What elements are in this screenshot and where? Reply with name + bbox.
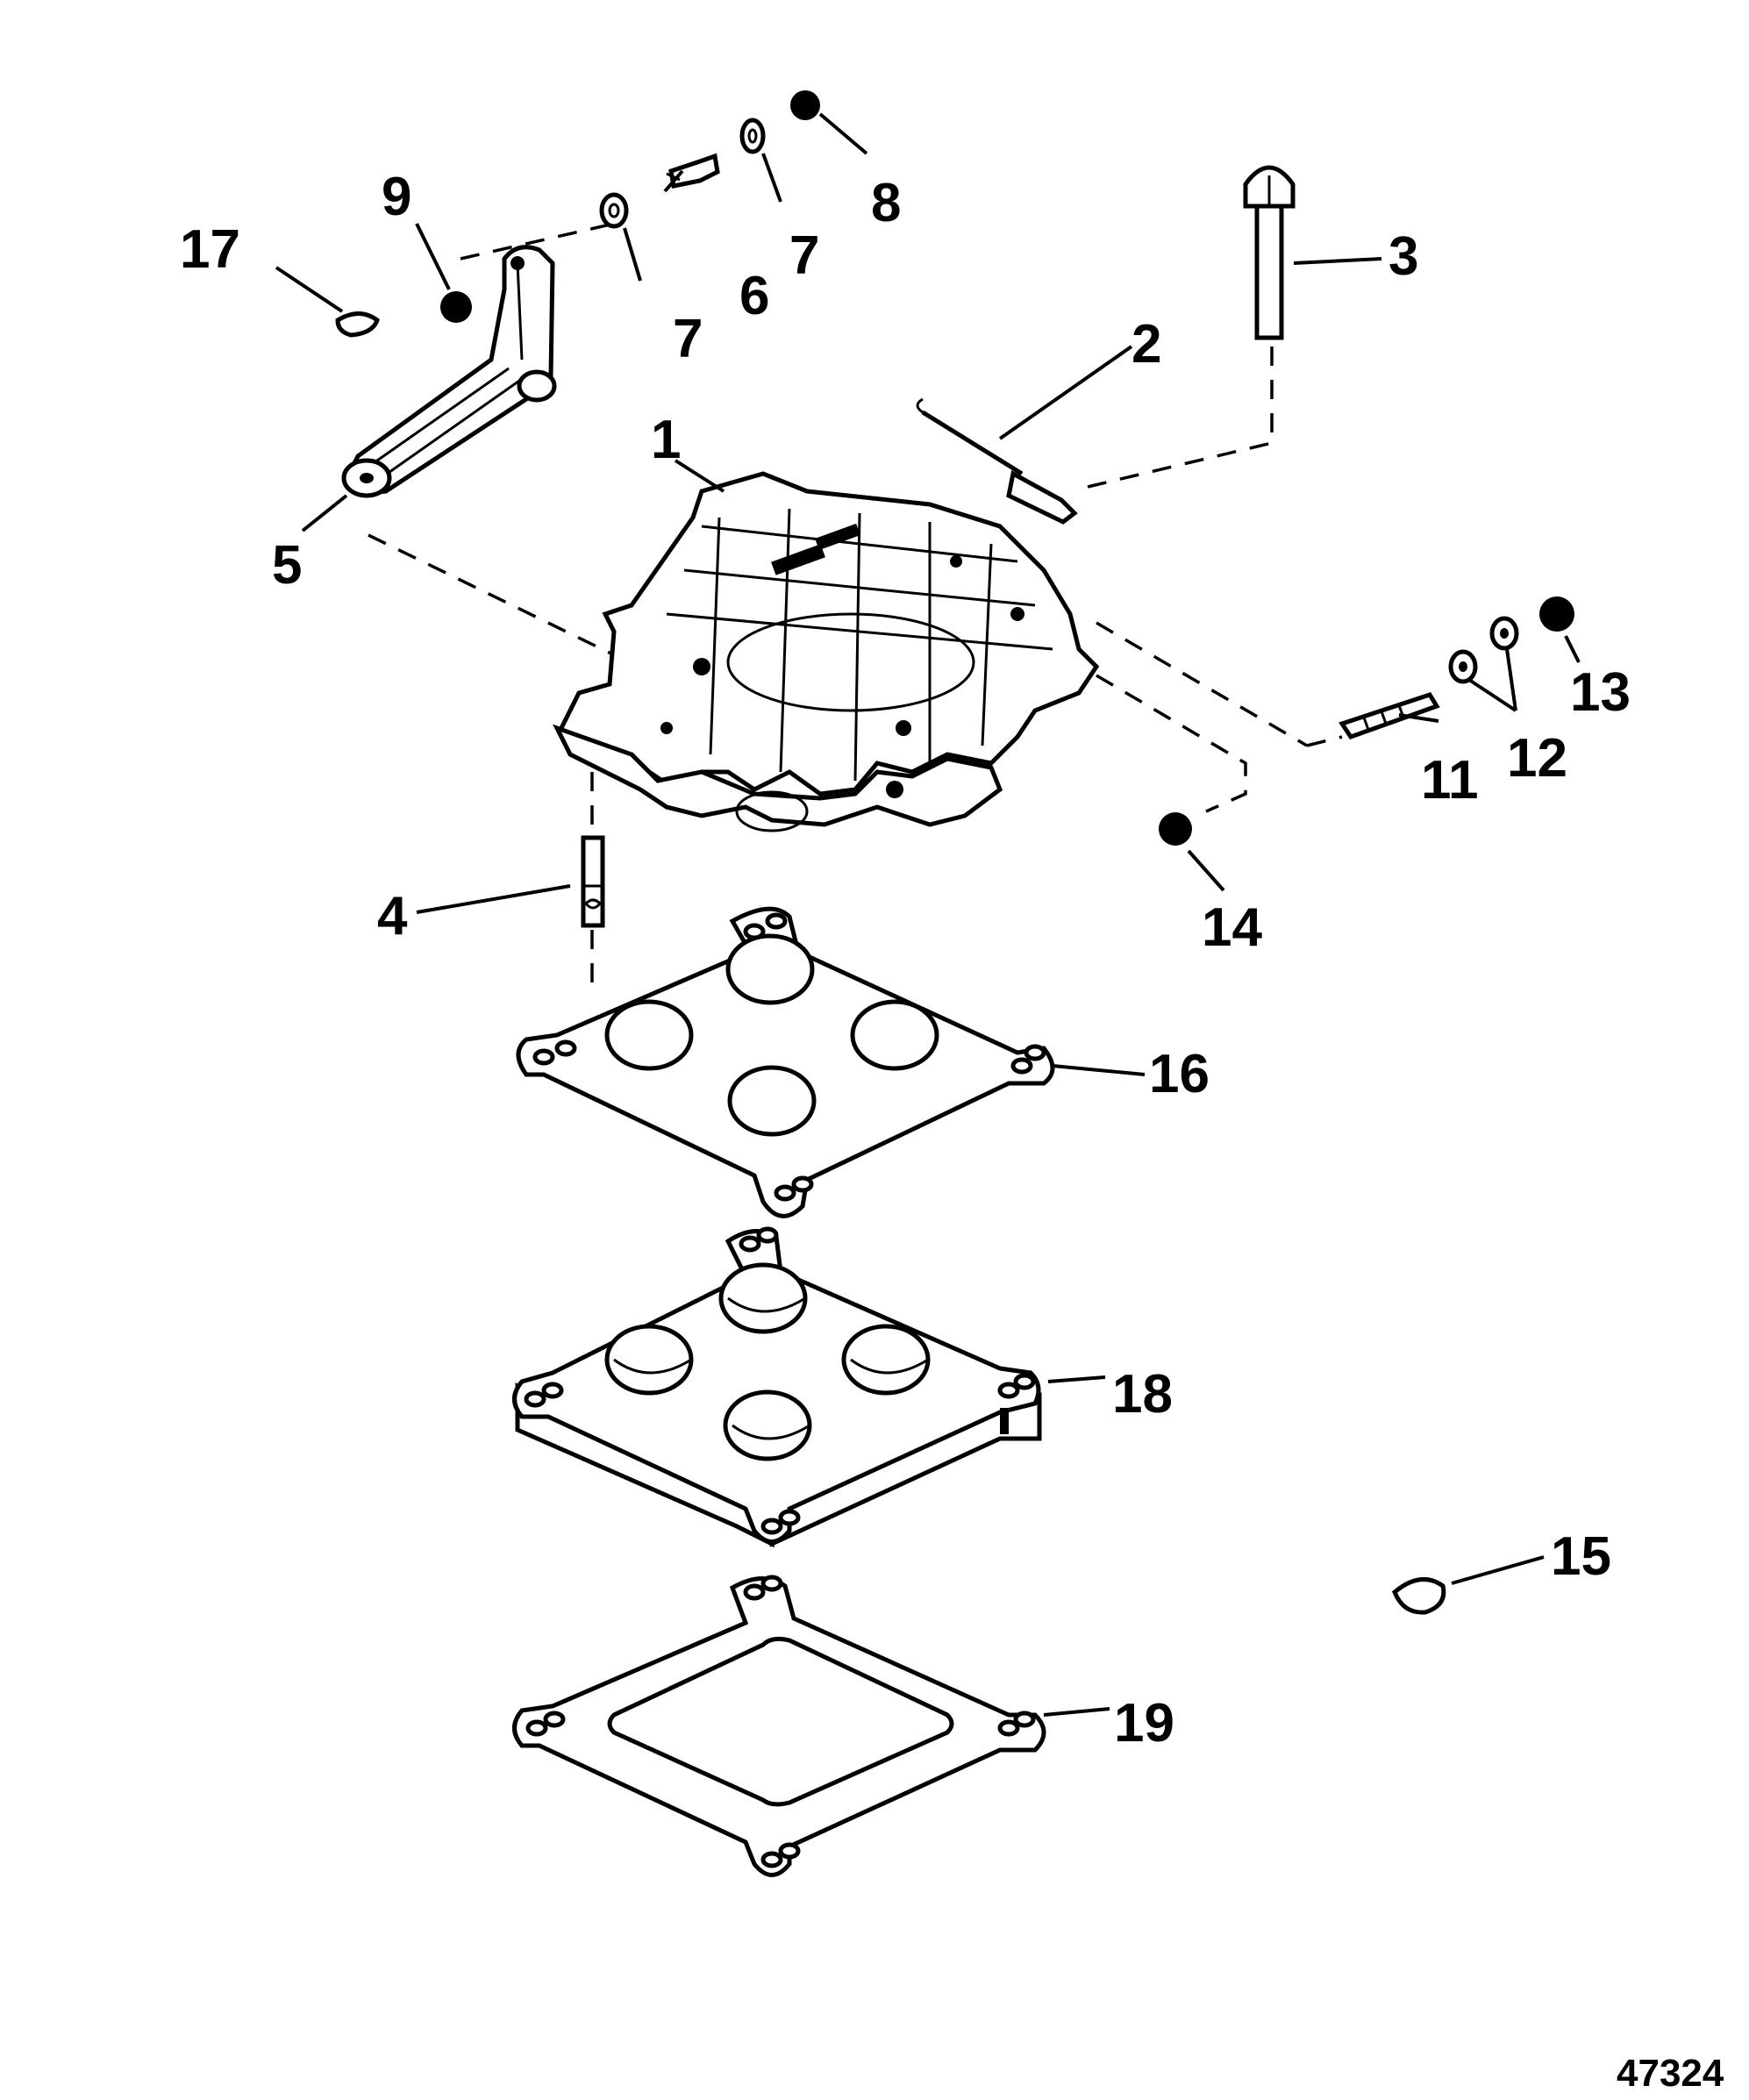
callout-8: 8 bbox=[871, 173, 901, 233]
part-stud-4 bbox=[581, 835, 605, 928]
part-bolt bbox=[1243, 165, 1296, 340]
part-choke-pin bbox=[916, 397, 1078, 525]
callout-9: 9 bbox=[382, 167, 411, 227]
callout-17: 17 bbox=[180, 219, 240, 280]
part-carburetor bbox=[552, 471, 1100, 832]
callout-11: 11 bbox=[1421, 750, 1479, 811]
callout-16: 16 bbox=[1149, 1044, 1210, 1104]
callout-6: 6 bbox=[739, 266, 769, 326]
callout-2: 2 bbox=[1131, 314, 1161, 375]
part-throttle-lever bbox=[341, 245, 557, 498]
callout-7-right: 7 bbox=[789, 225, 819, 286]
callout-7-left: 7 bbox=[673, 309, 703, 369]
callout-4: 4 bbox=[377, 886, 408, 946]
callout-18: 18 bbox=[1112, 1364, 1173, 1425]
callout-15: 15 bbox=[1551, 1526, 1611, 1587]
part-plug-15 bbox=[1392, 1576, 1446, 1615]
part-clip-17 bbox=[335, 311, 380, 338]
callout-1: 1 bbox=[651, 410, 681, 470]
part-nut-9 bbox=[440, 291, 472, 323]
part-gasket-16 bbox=[516, 906, 1055, 1218]
callout-labels: 1 2 3 4 5 6 7 7 8 9 11 12 13 14 15 16 17… bbox=[180, 167, 1724, 2095]
part-spacer-18 bbox=[512, 1226, 1042, 1548]
callout-5: 5 bbox=[272, 535, 302, 596]
callout-12: 12 bbox=[1507, 728, 1567, 789]
part-stud-washers-nut bbox=[1339, 596, 1574, 740]
part-nut-14 bbox=[1159, 812, 1192, 846]
callout-13: 13 bbox=[1570, 662, 1631, 723]
part-small-hardware-top bbox=[599, 90, 820, 229]
figure-number: 47324 bbox=[1617, 2052, 1724, 2095]
callout-3: 3 bbox=[1388, 226, 1418, 287]
part-gasket-19 bbox=[512, 1575, 1046, 1877]
callout-14: 14 bbox=[1202, 897, 1262, 958]
callout-19: 19 bbox=[1114, 1693, 1174, 1754]
leader-lines bbox=[275, 112, 1581, 1717]
